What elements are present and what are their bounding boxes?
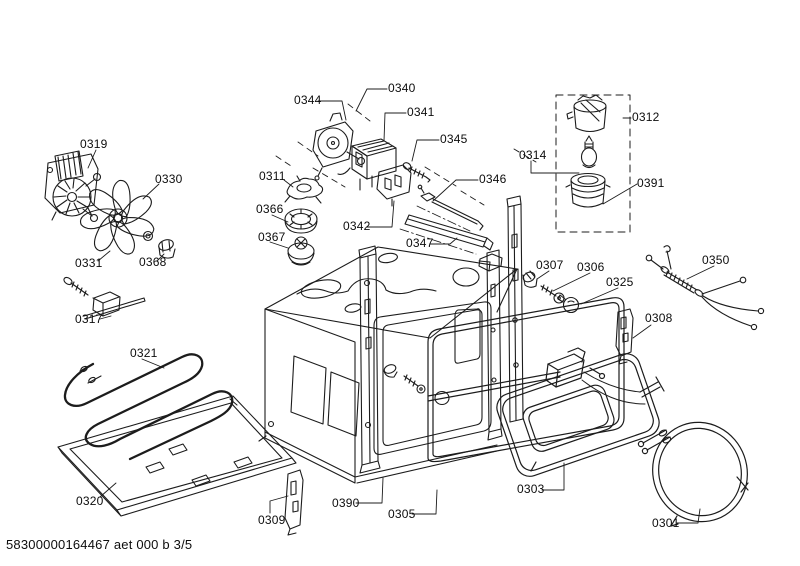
part-label-0342: 0342 bbox=[343, 219, 371, 233]
explosion-axis-dashes bbox=[275, 103, 537, 206]
part-label-0301: 0301 bbox=[652, 516, 680, 530]
part-0320-base-panel-drawing bbox=[57, 395, 297, 517]
part-0391-lamp-cover-drawing bbox=[565, 172, 611, 208]
part-0309-bracket-drawing bbox=[284, 469, 304, 536]
part-0312-lamp-socket-drawing bbox=[566, 94, 607, 133]
part-label-0321: 0321 bbox=[130, 346, 158, 360]
leader-lines bbox=[87, 88, 715, 524]
part-label-0347: 0347 bbox=[406, 236, 434, 250]
part-label-0314: 0314 bbox=[519, 148, 547, 162]
part-label-0367: 0367 bbox=[258, 230, 286, 244]
part-label-0305: 0305 bbox=[388, 507, 416, 521]
part-label-0319: 0319 bbox=[80, 137, 108, 151]
part-label-0331: 0331 bbox=[75, 256, 103, 270]
part-0366-cap-drawing bbox=[284, 208, 318, 234]
part-label-0346: 0346 bbox=[479, 172, 507, 186]
part-0307-cap-drawing bbox=[522, 270, 538, 288]
part-label-0345: 0345 bbox=[440, 132, 468, 146]
part-0330-0331-fan-impeller-drawing bbox=[80, 179, 155, 255]
part-0390-oven-cavity-drawing bbox=[264, 195, 524, 484]
part-label-0306: 0306 bbox=[577, 260, 605, 274]
part-label-0312: 0312 bbox=[632, 110, 660, 124]
part-label-0320: 0320 bbox=[76, 494, 104, 508]
part-label-0366: 0366 bbox=[256, 202, 284, 216]
part-label-0308: 0308 bbox=[645, 311, 673, 325]
part-0308-bracket-drawing bbox=[615, 308, 634, 365]
part-label-0303: 0303 bbox=[517, 482, 545, 496]
part-0317-clamp-assembly-drawing bbox=[63, 276, 146, 320]
part-0301-ring-element-drawing bbox=[637, 421, 749, 527]
part-0345-screw-drawing bbox=[402, 162, 431, 183]
part-label-0330: 0330 bbox=[155, 172, 183, 186]
document-id-footer: 58300000164467 aet 000 b 3/5 bbox=[6, 537, 193, 552]
part-label-0340: 0340 bbox=[388, 81, 416, 95]
part-label-0350: 0350 bbox=[702, 253, 730, 267]
part-0346-sensor-rod-drawing bbox=[416, 184, 484, 232]
part-label-0325: 0325 bbox=[606, 275, 634, 289]
part-0341-switch-block-drawing bbox=[337, 138, 397, 191]
part-label-0390: 0390 bbox=[332, 496, 360, 510]
part-label-0391: 0391 bbox=[637, 176, 665, 190]
part-label-0368: 0368 bbox=[139, 255, 167, 269]
part-0350-wiring-harness-drawing bbox=[645, 245, 765, 331]
part-0314-bulb-drawing bbox=[580, 135, 598, 169]
part-label-0307: 0307 bbox=[536, 258, 564, 272]
part-0367-cap-drawing bbox=[287, 236, 315, 266]
part-0319-fan-motor-drawing bbox=[44, 150, 102, 223]
part-label-0344: 0344 bbox=[294, 93, 322, 107]
part-0305-support-frame-drawing bbox=[427, 297, 646, 463]
part-0368-cap-drawing bbox=[158, 239, 176, 259]
part-0311-clamp-drawing bbox=[284, 175, 324, 204]
part-label-0309: 0309 bbox=[258, 513, 286, 527]
part-label-0311: 0311 bbox=[259, 169, 286, 183]
part-label-0317: 0317 bbox=[75, 312, 103, 326]
part-0303-grill-element-drawing bbox=[496, 353, 665, 477]
part-0344-motor-drawing bbox=[312, 112, 366, 181]
part-0325-button-drawing bbox=[557, 294, 580, 314]
part-0347-rail-drawing bbox=[399, 214, 494, 255]
lamp-assembly-group-box bbox=[555, 94, 631, 233]
part-label-0341: 0341 bbox=[407, 105, 435, 119]
